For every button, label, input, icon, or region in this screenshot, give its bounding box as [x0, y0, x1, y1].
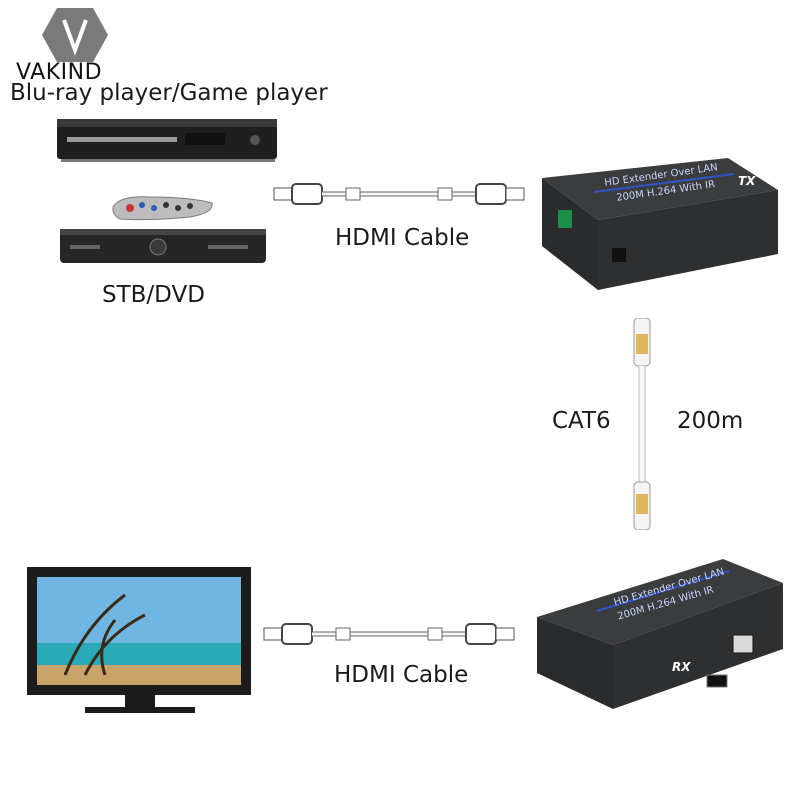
hdmi-cable-top-icon: [273, 183, 525, 205]
set-top-box-icon: [60, 229, 266, 263]
hdmi-cable-bottom-label: HDMI Cable: [334, 662, 469, 688]
tx-extender-device: [542, 158, 778, 290]
rx-tag: RX: [672, 660, 691, 674]
bluray-player-icon: [57, 119, 277, 162]
hdmi-cable-bottom-icon: [263, 623, 515, 645]
brand-name: VAKIND: [16, 60, 103, 85]
hdmi-cable-top-label: HDMI Cable: [335, 225, 470, 251]
source-top-label: Blu-ray player/Game player: [10, 80, 328, 106]
v-hexagon-logo-icon: [42, 8, 108, 62]
remote-control-icon: [112, 196, 213, 221]
cat6-cable-icon: [633, 318, 651, 530]
lan-distance-label: 200m: [677, 408, 744, 434]
lan-type-label: CAT6: [552, 408, 611, 434]
source-bottom-label: STB/DVD: [102, 282, 205, 308]
tx-tag: TX: [738, 174, 756, 188]
rx-extender-device: [537, 559, 783, 709]
tv-display-icon: [27, 567, 251, 713]
brand-logo: VAKIND: [16, 6, 172, 86]
